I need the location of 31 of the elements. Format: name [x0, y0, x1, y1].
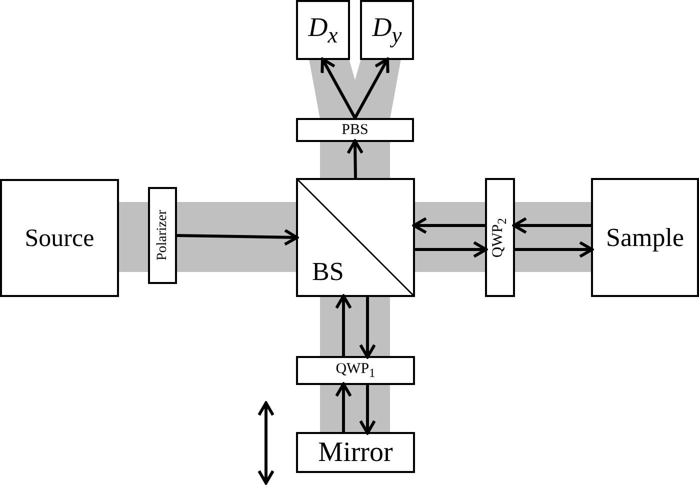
arrow — [320, 58, 356, 119]
source-box — [0, 179, 119, 297]
node-label: D$_{x}$ — [308, 14, 338, 46]
arrow — [415, 241, 488, 258]
node-label: PBS — [342, 122, 368, 138]
waveplate — [485, 178, 515, 297]
node-label: Mirror — [318, 438, 393, 466]
arrow — [359, 385, 376, 434]
sample-box — [591, 178, 699, 297]
waveplate — [296, 356, 415, 385]
arrow — [354, 58, 390, 119]
polarizer-plate — [148, 187, 177, 284]
node-label: Sample — [606, 224, 684, 250]
node-label: Source — [24, 226, 94, 250]
node-label: BS — [312, 259, 344, 285]
detector-box — [360, 0, 414, 60]
node-label: Polarizer — [156, 210, 170, 261]
arrow — [359, 297, 376, 358]
arrow — [346, 140, 364, 178]
arrow — [515, 241, 594, 258]
node-label: QWP$_{1}$ — [336, 362, 376, 380]
arrow — [335, 382, 352, 432]
mirror-box — [296, 432, 415, 473]
arrow — [512, 217, 591, 234]
beam-splitter-cube — [296, 178, 415, 297]
detector-box — [296, 0, 350, 60]
node-label: D$_{y}$ — [372, 14, 402, 46]
arrow — [412, 217, 485, 234]
arrow — [176, 228, 298, 246]
beam-splitter-plate — [296, 118, 414, 142]
arrow — [335, 294, 352, 356]
